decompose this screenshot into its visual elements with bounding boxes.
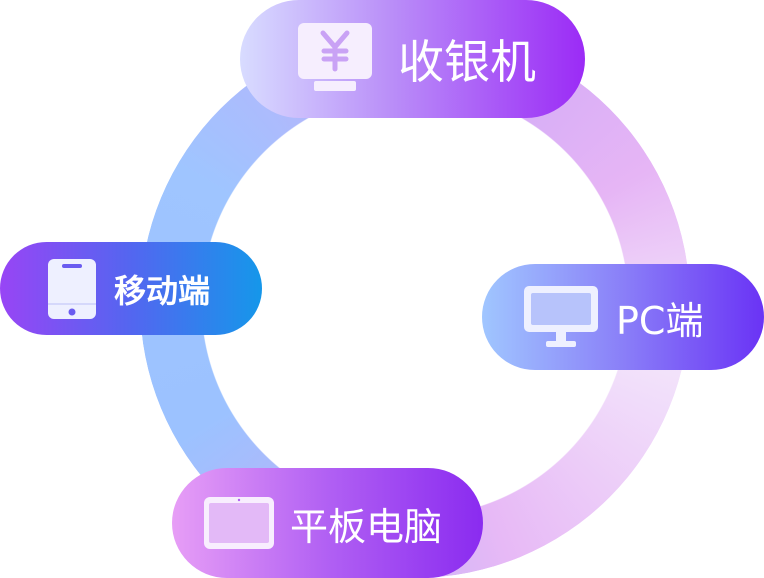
node-cash-register: 收银机	[240, 0, 585, 118]
node-label: 平板电脑	[290, 504, 443, 549]
node-label: 移动端	[114, 271, 211, 310]
node-mobile: 移动端	[0, 242, 262, 335]
cash-register-icon	[298, 23, 372, 91]
tablet-icon	[204, 497, 274, 549]
mobile-icon	[48, 258, 96, 319]
node-label: PC端	[616, 298, 704, 343]
node-tablet: 平板电脑	[172, 468, 483, 578]
node-label: 收银机	[398, 35, 536, 89]
node-pc: PC端	[482, 264, 764, 370]
monitor-icon	[524, 286, 598, 347]
